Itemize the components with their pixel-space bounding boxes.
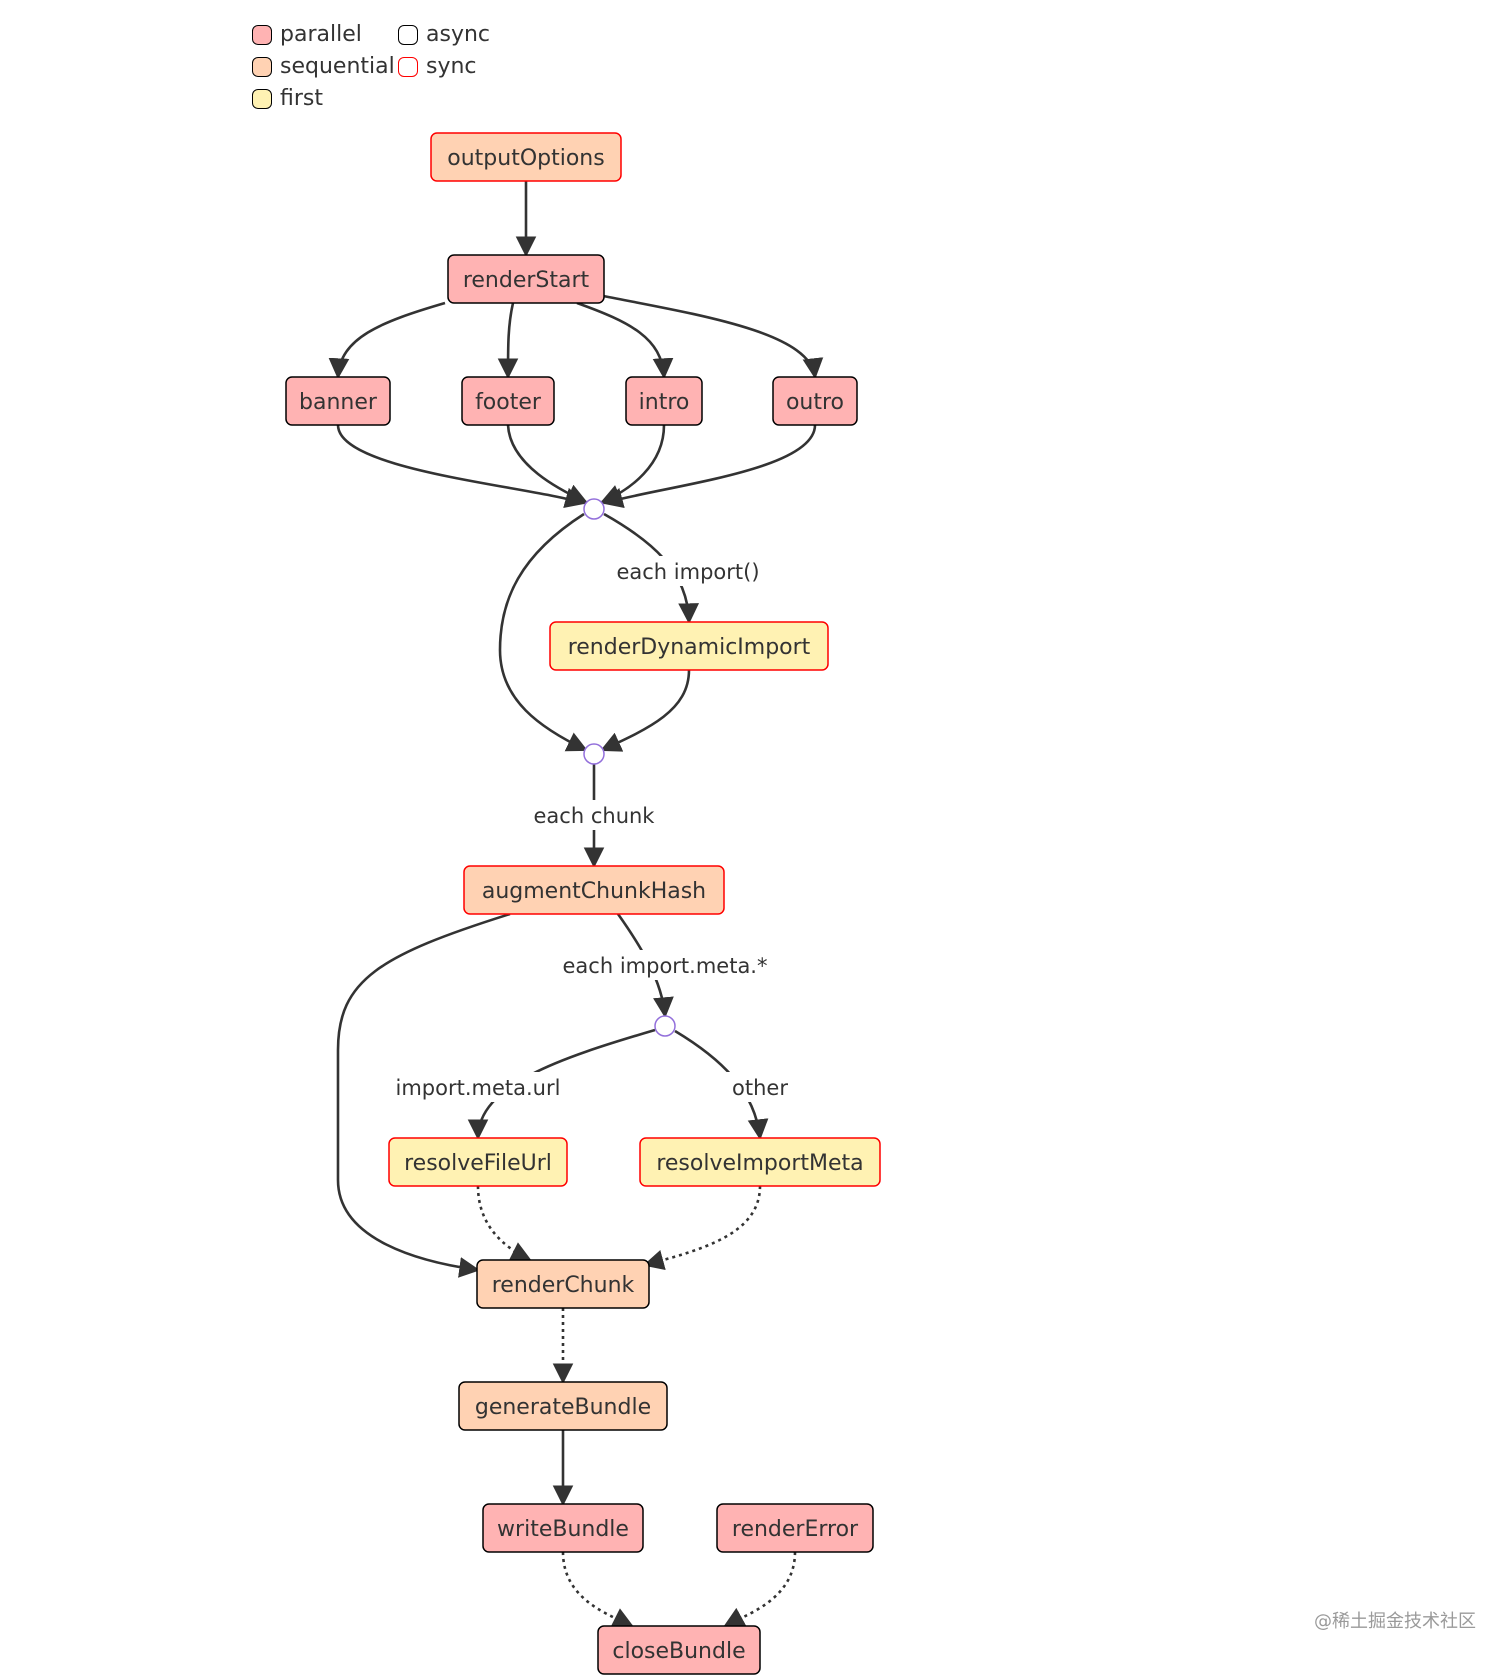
node-writeBundle: writeBundle bbox=[482, 1503, 644, 1553]
watermark: @稀土掘金技术社区 bbox=[1314, 1611, 1476, 1632]
edge-label: each import() bbox=[616, 560, 759, 584]
edge-outro-to-junction1 bbox=[601, 424, 817, 509]
node-label: outro bbox=[786, 390, 844, 415]
edge-resolveImportMeta-to-renderChunk bbox=[642, 1185, 762, 1271]
edge-resolveFileUrl-to-renderChunk bbox=[476, 1185, 532, 1262]
edge-label: each import.meta.* bbox=[563, 954, 768, 978]
node-label: closeBundle bbox=[612, 1639, 745, 1664]
legend-label: first bbox=[280, 86, 323, 111]
node-label: renderStart bbox=[463, 268, 590, 293]
node-box bbox=[716, 1503, 874, 1553]
junction-node bbox=[583, 498, 605, 520]
node-box bbox=[597, 1625, 761, 1675]
legend-item-first: first bbox=[252, 86, 323, 111]
junction-node bbox=[583, 743, 605, 765]
node-label: writeBundle bbox=[497, 1517, 629, 1542]
edge-banner-to-junction1 bbox=[336, 424, 587, 508]
node-box bbox=[625, 376, 703, 426]
node-box bbox=[447, 254, 605, 304]
edge-label: other bbox=[732, 1076, 788, 1100]
node-label: augmentChunkHash bbox=[482, 879, 706, 904]
node-box bbox=[388, 1137, 568, 1187]
legend-item-async: async bbox=[398, 22, 490, 47]
legend-item-sequential: sequential bbox=[252, 54, 395, 79]
edge-renderError-to-closeBundle bbox=[723, 1551, 797, 1628]
edge-labels-layer: each import() each chunk each import.meta.… bbox=[378, 556, 798, 1102]
legend-swatch-async bbox=[398, 24, 418, 45]
node-renderStart: renderStart bbox=[447, 254, 605, 304]
node-box bbox=[430, 132, 622, 182]
edge-writeBundle-to-closeBundle bbox=[561, 1551, 634, 1628]
legend-item-parallel: parallel bbox=[252, 22, 362, 47]
node-generateBundle: generateBundle bbox=[458, 1381, 668, 1431]
edge-label-background bbox=[722, 1072, 798, 1102]
legend-swatch-sequential bbox=[252, 56, 272, 77]
node-box bbox=[461, 376, 555, 426]
edge-label: import.meta.url bbox=[396, 1076, 561, 1100]
node-box bbox=[549, 621, 829, 671]
node-renderChunk: renderChunk bbox=[476, 1259, 650, 1309]
node-box bbox=[463, 865, 725, 915]
legend-label: async bbox=[426, 22, 491, 47]
edge-label-background bbox=[546, 950, 784, 980]
edge-augmentChunkHash-to-renderChunk bbox=[336, 912, 511, 1278]
node-renderError: renderError bbox=[716, 1503, 874, 1553]
node-label: renderDynamicImport bbox=[568, 635, 811, 660]
legend-label: sequential bbox=[280, 54, 395, 79]
edge-renderStart-to-banner bbox=[328, 301, 446, 380]
node-label: generateBundle bbox=[475, 1395, 651, 1420]
legend-label: sync bbox=[426, 54, 477, 79]
node-banner: banner bbox=[285, 376, 391, 426]
node-label: outputOptions bbox=[447, 146, 604, 171]
junction-node bbox=[654, 1015, 676, 1037]
edge-footer-to-junction1 bbox=[506, 424, 588, 504]
node-outputOptions: outputOptions bbox=[430, 132, 622, 182]
node-label: resolveFileUrl bbox=[404, 1151, 552, 1176]
node-closeBundle: closeBundle bbox=[597, 1625, 761, 1675]
node-box bbox=[458, 1381, 668, 1431]
edges-layer bbox=[328, 181, 824, 1628]
node-label: resolveImportMeta bbox=[656, 1151, 863, 1176]
nodes-layer: outputOptions renderStart banner footer intr… bbox=[285, 132, 881, 1675]
edge-junction1-to-junction2 bbox=[498, 512, 588, 752]
edge-label: each chunk bbox=[534, 804, 656, 828]
node-box bbox=[476, 1259, 650, 1309]
node-resolveFileUrl: resolveFileUrl bbox=[388, 1137, 568, 1187]
junctions-layer bbox=[583, 498, 676, 1037]
edge-renderStart-to-footer bbox=[497, 302, 519, 380]
legend-swatch-first bbox=[252, 88, 272, 109]
node-renderDynamicImport: renderDynamicImport bbox=[549, 621, 829, 671]
legend-swatch-sync bbox=[398, 56, 418, 77]
node-label: banner bbox=[299, 390, 378, 415]
edge-label-background bbox=[600, 556, 776, 586]
node-intro: intro bbox=[625, 376, 703, 426]
node-label: renderError bbox=[732, 1517, 859, 1542]
edge-renderStart-to-outro bbox=[597, 293, 824, 380]
node-label: intro bbox=[639, 390, 690, 415]
node-augmentChunkHash: augmentChunkHash bbox=[463, 865, 725, 915]
node-box bbox=[639, 1137, 881, 1187]
node-label: renderChunk bbox=[492, 1273, 635, 1298]
legend-label: parallel bbox=[280, 22, 362, 47]
edge-label-background bbox=[378, 1072, 578, 1102]
edge-renderStart-to-intro bbox=[576, 301, 674, 380]
edge-label-background bbox=[525, 800, 663, 830]
node-box bbox=[482, 1503, 644, 1553]
edge-renderDynamicImport-to-junction2 bbox=[600, 669, 691, 752]
legend-item-sync: sync bbox=[398, 54, 477, 79]
node-label: footer bbox=[475, 390, 542, 415]
legend-swatch-parallel bbox=[252, 24, 272, 45]
node-box bbox=[285, 376, 391, 426]
node-footer: footer bbox=[461, 376, 555, 426]
node-box bbox=[772, 376, 858, 426]
node-resolveImportMeta: resolveImportMeta bbox=[639, 1137, 881, 1187]
node-outro: outro bbox=[772, 376, 858, 426]
